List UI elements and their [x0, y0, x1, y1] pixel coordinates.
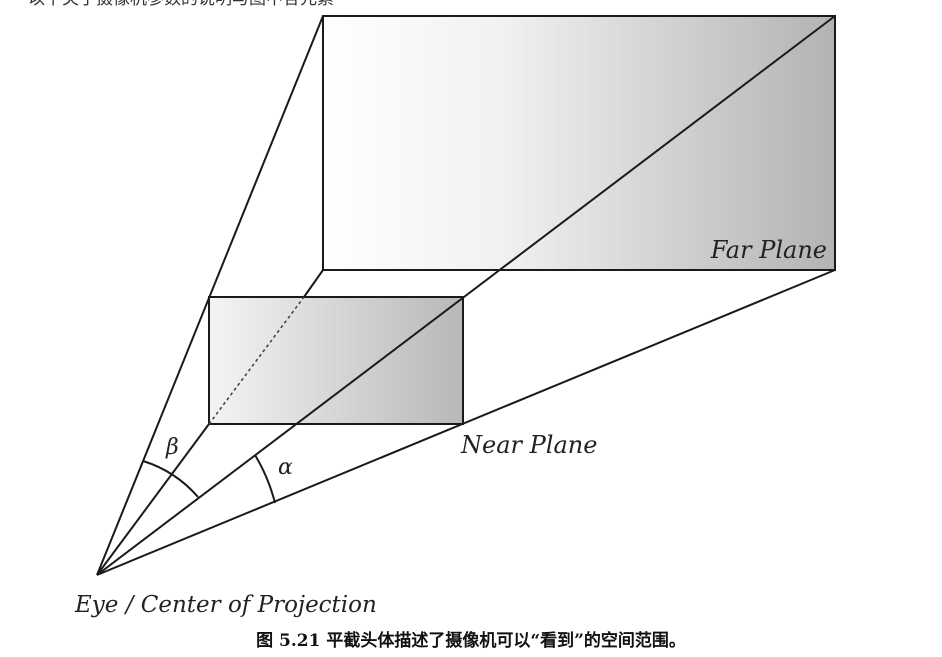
frustum-edge-bottom-left-front — [96, 423, 210, 576]
alpha-label: α — [278, 455, 293, 480]
figure-caption: 图 5.21 平截头体描述了摄像机可以“看到”的空间范围。 — [256, 631, 686, 651]
cropped-top-text-content: 以下关于摄像机参数的说明与图中各元素 — [28, 0, 388, 8]
far-plane-label: Far Plane — [710, 236, 827, 264]
frustum-edge-top-left — [96, 15, 324, 576]
far-plane-rect — [322, 15, 836, 271]
eye-label: Eye / Center of Projection — [74, 592, 377, 618]
near-plane-rect — [208, 296, 464, 425]
beta-label: β — [165, 435, 179, 460]
alpha-angle-arc — [254, 454, 276, 504]
frustum-edge-bottom-right — [96, 269, 836, 576]
frustum-edge-bottom-left-back — [303, 269, 324, 298]
beta-angle-arc — [142, 460, 199, 498]
near-plane-label: Near Plane — [460, 431, 597, 459]
frustum-edge-bottom-left-hidden — [208, 296, 305, 425]
cropped-top-text: 以下关于摄像机参数的说明与图中各元素 — [28, 0, 388, 9]
frustum-edge-top-right — [96, 15, 836, 576]
